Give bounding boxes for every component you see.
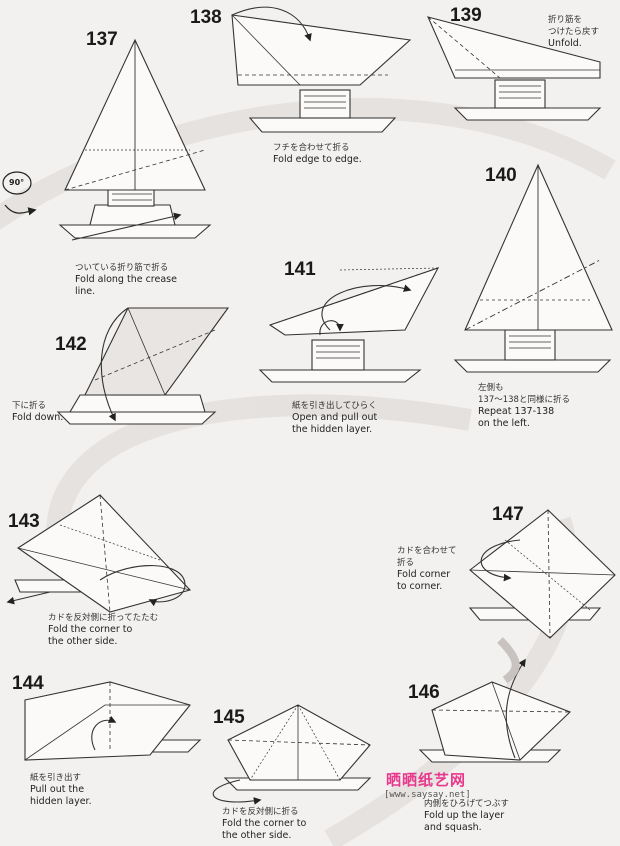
step-number-138: 138 (190, 8, 222, 27)
step-144-figure (25, 682, 200, 760)
step-number-142: 142 (55, 335, 87, 354)
caption-142: 下に折る Fold down. (12, 400, 63, 424)
caption-140: 左側も 137〜138と同様に折る Repeat 137-138 on the … (478, 382, 570, 430)
caption-144: 紙を引き出す Pull out the hidden layer. (30, 772, 92, 808)
caption-137: ついている折り筋で折る Fold along the crease line. (75, 262, 177, 298)
caption-146: 内側をひろげてつぶす Fold up the layer and squash. (424, 798, 509, 834)
step-140-figure (455, 165, 612, 372)
step-147-figure (470, 510, 615, 638)
step-number-146: 146 (408, 683, 440, 702)
caption-143: カドを反対側に折ってたたむ Fold the corner to the oth… (48, 612, 158, 648)
watermark-url: [www.saysay.net] (384, 790, 471, 800)
step-number-140: 140 (485, 166, 517, 185)
step-number-147: 147 (492, 505, 524, 524)
caption-138: フチを合わせて折る Fold edge to edge. (273, 142, 362, 166)
rotate-90-label: 90° (9, 178, 24, 187)
caption-147: カドを合わせて 折る Fold corner to corner. (397, 545, 457, 593)
step-142-figure (58, 308, 228, 424)
step-number-143: 143 (8, 512, 40, 531)
step-number-145: 145 (213, 708, 245, 727)
caption-141: 紙を引き出してひらく Open and pull out the hidden … (292, 400, 377, 436)
step-number-144: 144 (12, 674, 44, 693)
step-146-figure (420, 660, 570, 762)
caption-145: カドを反対側に折る Fold the corner to the other s… (222, 806, 306, 842)
step-number-139: 139 (450, 6, 482, 25)
caption-139: 折り筋を つけたら戻す Unfold. (548, 14, 599, 50)
step-number-137: 137 (86, 30, 118, 49)
flow-arrow (500, 640, 516, 680)
watermark-logo: 晒晒纸艺网 (386, 769, 466, 790)
step-141-figure (260, 268, 438, 382)
step-number-141: 141 (284, 260, 316, 279)
